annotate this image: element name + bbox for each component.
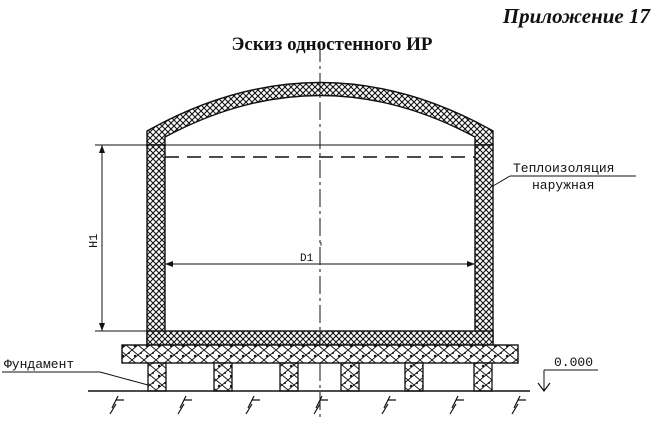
drawing-title: Эскиз одностенного ИР [231, 34, 433, 55]
appendix-label: Приложение 17 [502, 4, 650, 28]
foundation-slab [121, 344, 519, 364]
svg-text:': ' [318, 242, 324, 254]
insulation-label-line1: Теплоизоляция [513, 161, 614, 176]
left-wall-insulation [146, 144, 166, 346]
ground-marks [109, 395, 526, 415]
level-mark-label: 0.000 [554, 355, 593, 370]
foundation-label: Фундамент [4, 357, 74, 372]
foundation-posts [147, 362, 493, 392]
height-label: H1 [87, 234, 101, 248]
right-wall-insulation [474, 144, 494, 346]
insulation-label-line2: наружная [532, 178, 594, 193]
diameter-label: D1 [300, 253, 314, 265]
